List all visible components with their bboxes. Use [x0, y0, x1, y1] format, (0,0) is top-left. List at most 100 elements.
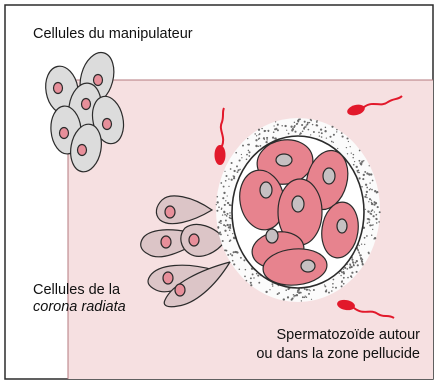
- zona-speckle: [343, 277, 345, 279]
- zona-speckle: [258, 146, 259, 147]
- zona-speckle: [217, 201, 219, 203]
- zona-speckle: [265, 141, 267, 143]
- zona-speckle: [246, 154, 248, 156]
- cell-nucleus: [78, 145, 87, 156]
- cell-nucleus: [165, 206, 175, 218]
- zona-speckle: [365, 209, 366, 210]
- zona-speckle: [353, 154, 354, 155]
- zona-speckle: [363, 160, 364, 161]
- zona-speckle: [233, 170, 235, 172]
- zona-speckle: [231, 162, 233, 164]
- zona-speckle: [219, 232, 221, 234]
- zona-speckle: [350, 146, 351, 147]
- zona-speckle: [358, 250, 359, 251]
- zona-speckle: [241, 157, 242, 158]
- zona-speckle: [301, 300, 302, 301]
- zona-speckle: [352, 157, 354, 159]
- zona-speckle: [371, 234, 372, 235]
- zona-speckle: [223, 211, 225, 213]
- zona-speckle: [361, 186, 363, 188]
- zona-speckle: [231, 254, 233, 256]
- zona-speckle: [378, 221, 380, 223]
- zona-speckle: [320, 128, 322, 130]
- zona-speckle: [297, 289, 299, 291]
- zona-speckle: [233, 177, 235, 179]
- zona-speckle: [369, 182, 370, 183]
- zona-speckle: [316, 120, 317, 121]
- zona-speckle: [248, 151, 250, 153]
- zona-speckle: [358, 170, 360, 172]
- zona-speckle: [229, 226, 231, 228]
- zona-speckle: [273, 125, 274, 126]
- zona-speckle: [368, 201, 369, 202]
- zona-speckle: [366, 235, 368, 237]
- zona-speckle: [229, 224, 231, 226]
- zona-speckle: [248, 155, 250, 157]
- zona-speckle: [281, 125, 283, 127]
- zona-speckle: [287, 296, 289, 298]
- zona-speckle: [324, 285, 326, 287]
- zona-speckle: [255, 139, 257, 141]
- zona-speckle: [277, 124, 279, 126]
- zona-speckle: [306, 125, 307, 126]
- zona-speckle: [310, 134, 311, 135]
- zona-speckle: [265, 291, 267, 293]
- zona-speckle: [333, 142, 334, 143]
- zona-speckle: [294, 131, 296, 133]
- zona-speckle: [341, 271, 343, 273]
- zona-speckle: [227, 254, 229, 256]
- zona-speckle: [341, 285, 343, 287]
- zona-speckle: [368, 173, 370, 175]
- zona-speckle: [218, 206, 220, 208]
- zona-speckle: [324, 284, 325, 285]
- zona-speckle: [307, 289, 309, 291]
- zona-speckle: [253, 277, 254, 278]
- zona-speckle: [229, 215, 231, 217]
- zona-speckle: [332, 287, 334, 289]
- cell-nucleus: [163, 272, 173, 284]
- zona-speckle: [370, 213, 372, 215]
- zona-speckle: [227, 202, 229, 204]
- zona-speckle: [302, 130, 304, 132]
- zona-speckle: [333, 134, 335, 136]
- zona-speckle: [308, 289, 309, 290]
- zona-speckle: [304, 297, 305, 298]
- zona-speckle: [232, 260, 234, 262]
- zona-speckle: [376, 222, 378, 224]
- zona-speckle: [296, 294, 298, 296]
- zona-speckle: [229, 229, 230, 230]
- zona-speckle: [308, 293, 310, 295]
- zona-speckle: [240, 257, 242, 259]
- zona-speckle: [306, 296, 308, 298]
- zona-speckle: [347, 153, 348, 154]
- zona-speckle: [235, 152, 237, 154]
- zona-speckle: [329, 136, 331, 138]
- zona-speckle: [377, 206, 379, 208]
- zona-speckle: [294, 125, 296, 127]
- zona-speckle: [359, 150, 361, 152]
- zona-speckle: [369, 165, 370, 166]
- zona-speckle: [313, 131, 315, 133]
- zona-speckle: [369, 224, 371, 226]
- zona-speckle: [332, 283, 334, 285]
- zona-speckle: [343, 283, 345, 285]
- zona-speckle: [234, 251, 236, 253]
- zona-speckle: [218, 227, 220, 229]
- zona-speckle: [225, 220, 227, 222]
- sperm-label-line2: ou dans la zone pellucide: [256, 346, 420, 363]
- zona-speckle: [368, 253, 369, 254]
- zona-speckle: [325, 127, 326, 128]
- zona-speckle: [366, 197, 367, 198]
- zona-speckle: [304, 288, 306, 290]
- zona-speckle: [336, 129, 338, 131]
- zona-speckle: [366, 191, 368, 193]
- zona-speckle: [299, 292, 301, 294]
- zona-speckle: [227, 234, 229, 236]
- zona-speckle: [304, 126, 306, 128]
- zona-speckle: [224, 249, 226, 251]
- zona-speckle: [257, 275, 259, 277]
- zona-speckle: [236, 165, 238, 167]
- zona-speckle: [222, 240, 224, 242]
